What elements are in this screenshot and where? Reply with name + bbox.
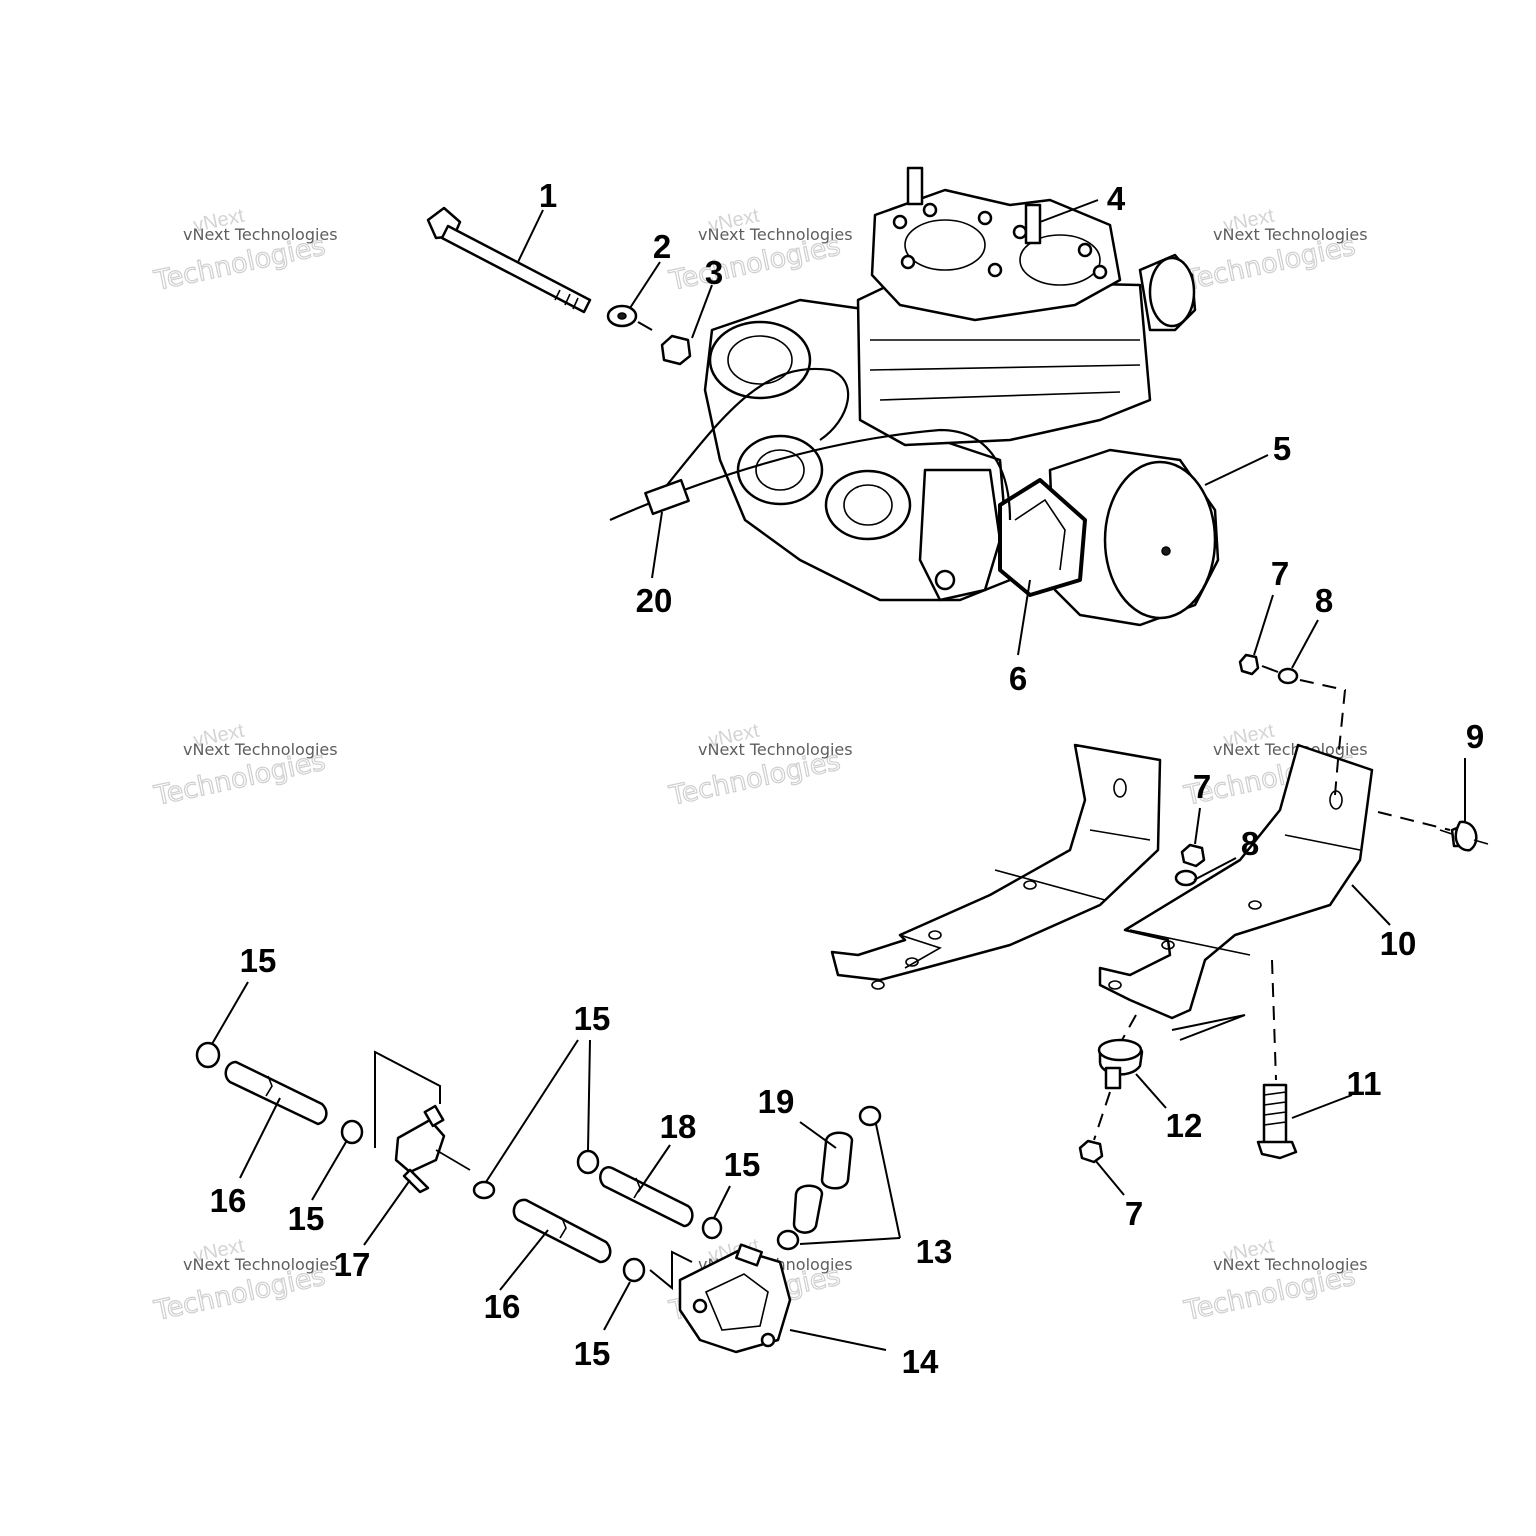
nut-part-7-mid — [1180, 843, 1206, 868]
bracket-right-part-10 — [1098, 743, 1374, 1020]
nut-part-7-top — [1238, 653, 1260, 676]
svg-text:vNext Technologies: vNext Technologies — [698, 225, 853, 244]
callout-8-top: 8 — [1315, 582, 1333, 619]
callout-2: 2 — [653, 228, 671, 265]
callout-15-a: 15 — [240, 942, 277, 979]
callout-14: 14 — [902, 1343, 939, 1380]
watermark-top-left: vNext Technologies vNext Technologies — [150, 205, 338, 298]
svg-text:vNext Technologies: vNext Technologies — [183, 1255, 338, 1274]
bracket-leader-shape — [1171, 1014, 1246, 1041]
clamp-part-13-a — [858, 1105, 882, 1127]
clamp-part-15-d — [576, 1149, 600, 1175]
callout-12: 12 — [1166, 1107, 1203, 1144]
clamp-part-15-a — [195, 1041, 221, 1069]
svg-text:vNext Technologies: vNext Technologies — [1213, 740, 1368, 759]
watermark-top-right: vNext Technologies vNext Technologies — [1180, 205, 1368, 298]
nut-part-3 — [660, 334, 692, 366]
watermark-top-center: vNext Technologies vNext Technologies — [665, 205, 853, 298]
nut-part-7-bottom — [1078, 1139, 1104, 1164]
dash-part-12 — [1121, 1014, 1137, 1041]
callout-11: 11 — [1347, 1065, 1382, 1102]
callout-13: 13 — [916, 1233, 953, 1270]
callout-3: 3 — [705, 254, 723, 291]
callout-6: 6 — [1009, 660, 1027, 697]
svg-text:vNext Technologies: vNext Technologies — [1213, 225, 1368, 244]
bracket-left — [830, 743, 1162, 990]
svg-text:vNext Technologies: vNext Technologies — [698, 740, 853, 759]
svg-text:vNext Technologies: vNext Technologies — [1213, 1255, 1368, 1274]
dash-part-12-lower — [1093, 1091, 1111, 1141]
callout-8-mid: 8 — [1241, 825, 1259, 862]
svg-text:vNext Technologies: vNext Technologies — [183, 740, 338, 759]
washer-part-8-top — [1277, 667, 1299, 685]
dash-part-11 — [1271, 959, 1277, 1081]
callout-labels: 1 2 3 4 5 6 20 7 8 9 7 8 10 11 12 7 15 1… — [210, 177, 1485, 1380]
hose-part-19 — [792, 1131, 854, 1234]
mount-bolt-part-1 — [426, 206, 592, 314]
isolator-part-12 — [1097, 1038, 1144, 1090]
callout-19: 19 — [758, 1083, 795, 1120]
watermark-text: vNext Technologies — [183, 225, 338, 244]
bolt-part-11 — [1256, 1083, 1298, 1160]
damper-part-9 — [1439, 820, 1489, 852]
dash-part-9 — [1377, 811, 1451, 831]
callout-1: 1 — [539, 177, 557, 214]
callout-7-bottom: 7 — [1125, 1195, 1143, 1232]
clamp-part-15-b — [340, 1119, 364, 1145]
thermostat-housing-part-14 — [678, 1243, 792, 1354]
washer-part-2 — [606, 304, 638, 328]
leader-lines — [211, 199, 1466, 1351]
dash-guide-to-bracket — [1299, 679, 1347, 796]
callout-20: 20 — [636, 582, 673, 619]
clamp-part-13-b — [776, 1229, 800, 1251]
dash-washer — [637, 321, 653, 331]
callout-7-mid: 7 — [1193, 768, 1211, 805]
tee-fitting-part-17 — [394, 1104, 471, 1194]
clamp-part-15-c — [472, 1180, 496, 1200]
hose-part-18 — [599, 1166, 694, 1228]
callout-16-b: 16 — [484, 1288, 521, 1325]
callout-7-top: 7 — [1271, 555, 1289, 592]
clamp-part-15-f — [622, 1257, 646, 1283]
hose-part-16-b — [512, 1198, 612, 1264]
callout-15-e: 15 — [574, 1335, 611, 1372]
watermark-bottom-left: vNext Technologies vNext Technologies — [150, 1235, 338, 1328]
watermark-bottom-right: vNext Technologies vNext Technologies — [1180, 1235, 1368, 1328]
callout-4: 4 — [1107, 180, 1126, 217]
pipe-guide-17 — [374, 1050, 441, 1148]
engine-assembly — [609, 166, 1220, 627]
callout-17: 17 — [334, 1246, 371, 1283]
washer-part-8-mid — [1174, 869, 1198, 887]
callout-9: 9 — [1466, 718, 1484, 755]
callout-15-d: 15 — [724, 1146, 761, 1183]
dash-7-8 — [1261, 665, 1279, 673]
callout-10: 10 — [1380, 925, 1417, 962]
callout-18: 18 — [660, 1108, 697, 1145]
callout-16-a: 16 — [210, 1182, 247, 1219]
callout-15-c: 15 — [574, 1000, 611, 1037]
watermark-mid-center: vNext Technologies vNext Technologies — [665, 720, 853, 813]
hose-part-16-a — [224, 1060, 328, 1126]
clamp-part-15-e — [701, 1216, 723, 1240]
callout-15-b: 15 — [288, 1200, 325, 1237]
watermark-mid-left: vNext Technologies vNext Technologies — [150, 720, 338, 813]
callout-5: 5 — [1273, 430, 1291, 467]
pipe-guide-14 — [649, 1250, 693, 1291]
